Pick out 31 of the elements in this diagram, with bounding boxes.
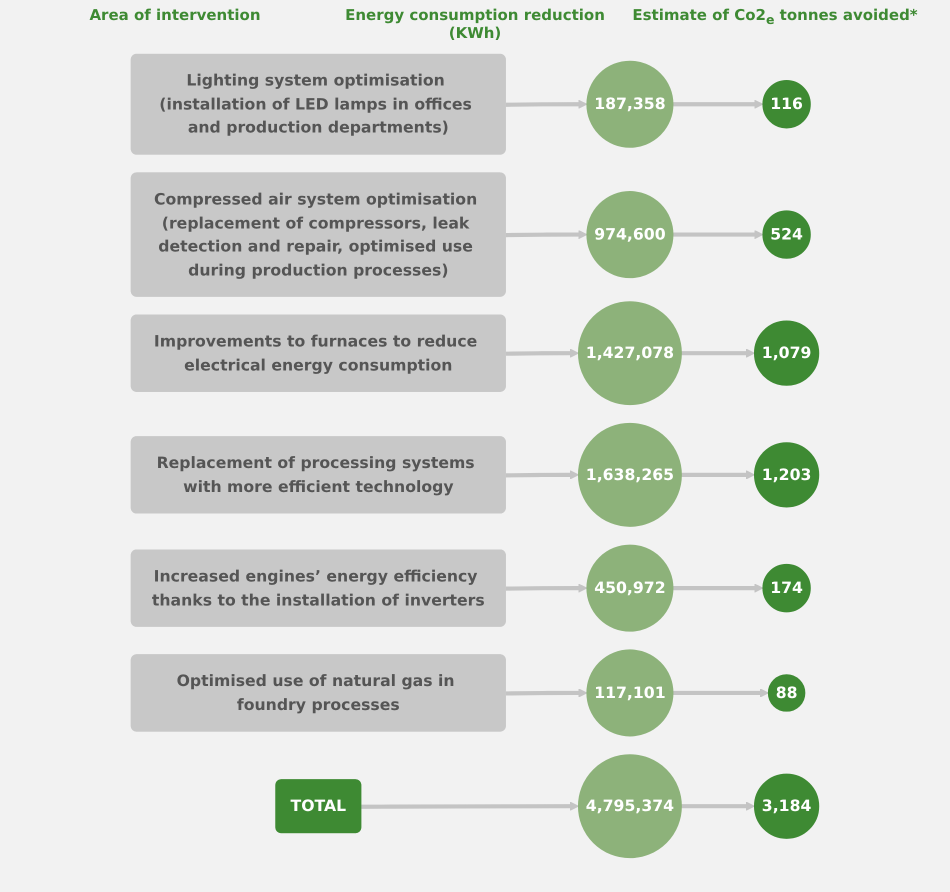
node-circle: 450,972 — [586, 544, 674, 632]
arrow — [506, 584, 588, 593]
arrow — [672, 584, 764, 593]
node-circle: 4,795,374 — [578, 754, 682, 858]
node-circle: 174 — [762, 564, 811, 612]
node-circle: 1,638,265 — [578, 422, 682, 527]
arrow — [681, 470, 755, 480]
column-heading: Area of intervention — [88, 6, 262, 26]
arrow — [672, 688, 769, 698]
arrow — [672, 230, 764, 240]
arrow — [506, 348, 579, 358]
column-heading: Energy consumption reduction (KWh) — [344, 6, 606, 42]
node-circle: 1,203 — [754, 442, 820, 508]
column-heading: Estimate of Co2$_{e}$ tonnes avoided* — [631, 6, 919, 29]
arrow — [506, 230, 588, 240]
node-circle: 187,358 — [586, 60, 674, 148]
arrow — [506, 470, 579, 480]
node-circle: 88 — [768, 674, 806, 712]
node-circle: 116 — [762, 80, 811, 128]
arrow — [681, 802, 755, 811]
arrow — [681, 348, 755, 358]
node-circle: 524 — [762, 210, 811, 259]
node-circle: 117,101 — [586, 649, 674, 736]
node-circle: 1,079 — [754, 320, 820, 386]
node-circle: 974,600 — [586, 191, 674, 278]
arrow — [361, 802, 579, 811]
arrow — [506, 688, 588, 698]
node-circle: 3,184 — [754, 774, 820, 839]
arrow — [506, 100, 588, 109]
arrow — [672, 100, 764, 109]
node-circle: 1,427,078 — [578, 301, 682, 406]
